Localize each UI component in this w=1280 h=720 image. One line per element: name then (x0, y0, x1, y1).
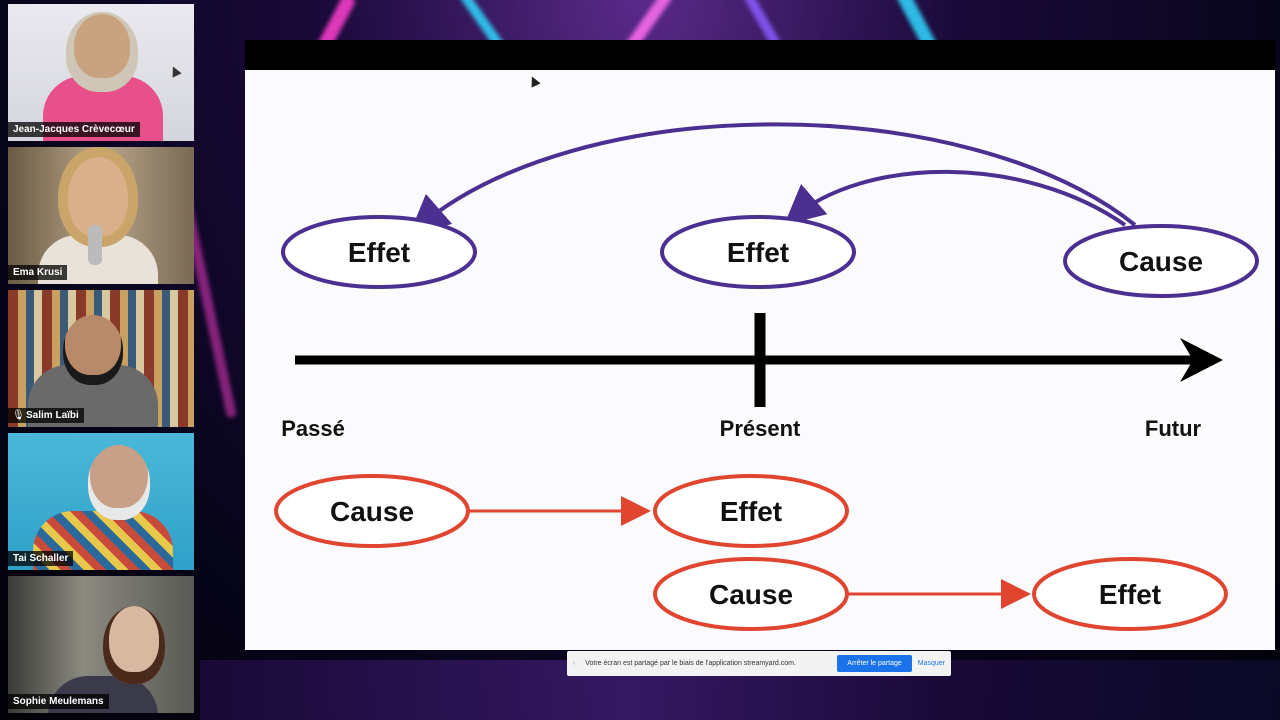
shared-screen-top-bar (245, 40, 1275, 70)
microphone-icon (88, 225, 102, 265)
share-indicator-icon: ⁝ (573, 660, 576, 668)
shared-slide: Effet Effet Cause Passé Présent Futur Ca… (245, 70, 1275, 650)
stop-sharing-button[interactable]: Arrêter le partage (837, 655, 912, 672)
participant-name: Jean-Jacques Crèvecœur (8, 122, 140, 137)
node-label: Cause (330, 496, 414, 527)
node-label: Effet (720, 496, 782, 527)
effect-node-present (660, 215, 856, 289)
past-label: Passé (281, 416, 345, 441)
participant-name: Ema Krusi (8, 265, 68, 280)
effect-node-present-red (653, 474, 849, 548)
retro-arrow-to-past (408, 122, 1137, 236)
node-label: Cause (709, 579, 793, 610)
participant-tile[interactable]: Salim Laïbi 🎙 (8, 290, 194, 427)
share-message: Votre écran est partagé par le biais de … (585, 660, 796, 667)
person-head (63, 315, 123, 385)
participant-tile[interactable]: Sophie Meulemans (8, 576, 194, 713)
cause-node-past (274, 474, 470, 548)
retro-arrow-to-present (783, 169, 1127, 227)
screen-share-banner: ⁝ Votre écran est partagé par le biais d… (567, 651, 951, 676)
cause-node-future (1063, 224, 1259, 298)
time-causality-diagram: Effet Effet Cause Passé Présent Futur Ca… (274, 122, 1259, 631)
timeline-arrowhead (1180, 338, 1223, 382)
effect-node-future (1032, 557, 1228, 631)
participant-name: Sophie Meulemans (8, 694, 109, 709)
participant-tile[interactable]: Tai Schaller (8, 433, 194, 570)
participant-tile[interactable]: Ema Krusi (8, 147, 194, 284)
participant-tile[interactable]: Jean-Jacques Crèvecœur (8, 4, 194, 141)
participant-name: Tai Schaller (8, 551, 74, 566)
effect-node-past (281, 215, 477, 289)
node-label: Effet (1099, 579, 1161, 610)
cause-node-present (653, 557, 849, 631)
node-label: Cause (1119, 246, 1203, 277)
hide-banner-button[interactable]: Masquer (917, 660, 945, 667)
participant-list: Jean-Jacques Crèvecœur Ema Krusi Salim L… (8, 4, 194, 719)
node-label: Effet (348, 237, 410, 268)
person-head (88, 445, 150, 520)
participant-name: Salim Laïbi (8, 408, 84, 423)
node-label: Effet (727, 237, 789, 268)
person-head (68, 157, 128, 237)
mic-muted-icon: 🎙 (12, 410, 25, 421)
present-label: Présent (720, 416, 801, 441)
future-label: Futur (1145, 416, 1202, 441)
person-head (66, 12, 138, 92)
person-head (103, 606, 165, 684)
